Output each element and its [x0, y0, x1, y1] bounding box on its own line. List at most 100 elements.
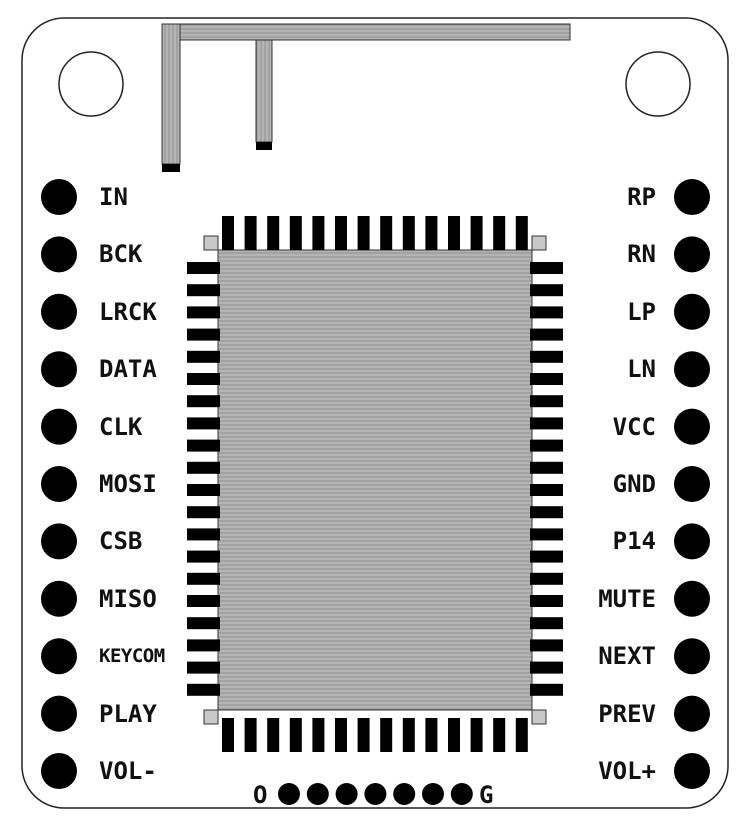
- mounting-hole-left: [58, 51, 124, 117]
- chip-pad-left: [187, 595, 220, 607]
- chip-pad-right: [530, 639, 563, 652]
- pin-pad-right: [674, 695, 710, 732]
- pin-pad-right: [674, 466, 710, 502]
- chip-pad-right: [530, 373, 563, 385]
- chip-pad-top: [515, 216, 528, 250]
- chip-pad-right: [530, 284, 563, 297]
- chip-pad-top: [312, 216, 325, 250]
- pin-label-right: NEXT: [598, 642, 656, 671]
- pin-pad-left: [41, 236, 77, 273]
- right-pin-dots: [674, 179, 710, 789]
- mounting-hole-right: [625, 51, 691, 117]
- chip-pad-right: [530, 262, 563, 274]
- chip-pad-right: [530, 306, 563, 319]
- chip-pad-right: [530, 506, 563, 519]
- pin-pad-left: [41, 293, 77, 330]
- pin-pad-right: [674, 753, 710, 789]
- bottom-header-left-label: O: [253, 781, 268, 809]
- bottom-header-dots: [278, 783, 473, 805]
- pin-pad-left: [41, 638, 77, 675]
- chip-pad-right: [530, 661, 563, 674]
- pin-pad-left: [41, 351, 77, 388]
- chip-pad-left: [187, 639, 220, 652]
- pin-label-left: CLK: [99, 412, 143, 441]
- chip-pad-top: [470, 216, 483, 250]
- chip-pad-top: [402, 216, 415, 250]
- header-pin-dot: [364, 783, 387, 805]
- pin-label-right: PREV: [598, 699, 656, 728]
- pin-label-left: MOSI: [99, 470, 157, 498]
- chip-body: [217, 249, 533, 711]
- chip-pad-right: [530, 395, 563, 408]
- pin-label-left: CSB: [99, 527, 143, 556]
- chip-pad-left: [187, 484, 220, 496]
- pin-pad-left: [41, 466, 77, 502]
- chip-pad-top: [267, 216, 280, 250]
- chip-pad-left: [187, 617, 220, 630]
- chip-pads-top: [222, 216, 528, 250]
- chip-pad-bottom: [289, 718, 302, 752]
- chip-pad-right: [530, 595, 563, 607]
- pin-label-left: MISO: [99, 584, 157, 613]
- chip-pad-top: [335, 216, 347, 250]
- chip-pad-bottom: [515, 718, 528, 752]
- chip-pad-left: [187, 262, 220, 274]
- chip-pad-right: [530, 572, 563, 585]
- chip-pad-left: [187, 306, 220, 319]
- pin-pad-left: [41, 179, 77, 215]
- pin-pad-right: [674, 236, 710, 273]
- chip-pads-bottom: [222, 718, 528, 752]
- chip-pad-right: [530, 350, 563, 363]
- chip-pad-right: [530, 683, 563, 696]
- pin-label-right: VOL+: [598, 757, 656, 785]
- chip-pad-left: [187, 328, 220, 341]
- pin-pad-left: [41, 753, 77, 789]
- pin-pad-left: [41, 580, 77, 617]
- header-pin-dot: [306, 783, 329, 805]
- header-pin-dot: [422, 783, 444, 805]
- antenna-ground-pad: [256, 142, 272, 150]
- chip-pad-bottom: [335, 718, 347, 752]
- chip-pad-right: [530, 439, 563, 452]
- chip-pad-top: [448, 216, 460, 250]
- pin-pad-right: [674, 408, 710, 445]
- header-pin-dot: [278, 783, 300, 805]
- pin-label-left: DATA: [99, 355, 157, 384]
- pin-label-right: RN: [627, 240, 656, 269]
- pin-label-left: PLAY: [99, 699, 157, 728]
- chip-pad-bottom: [493, 718, 506, 752]
- pin-label-right: GND: [612, 470, 656, 498]
- chip-pad-left: [187, 461, 220, 474]
- pin-pad-left: [41, 695, 77, 732]
- chip-pad-top: [493, 216, 506, 250]
- pin-label-left: IN: [99, 183, 128, 211]
- chip-pad-bottom: [267, 718, 280, 752]
- pin-label-left: LRCK: [99, 297, 157, 326]
- pin-pad-left: [41, 408, 77, 445]
- chip-pads-right: [530, 262, 563, 696]
- chip-pad-left: [187, 550, 220, 563]
- pin-label-right: LN: [627, 355, 656, 384]
- chip-pad-bottom: [402, 718, 415, 752]
- chip-pad-right: [530, 550, 563, 563]
- chip-pad-left: [187, 528, 220, 541]
- pin-pad-right: [674, 351, 710, 388]
- pin-label-left: VOL-: [99, 757, 157, 785]
- pin-pad-right: [674, 293, 710, 330]
- chip-pad-bottom: [380, 718, 393, 752]
- chip-pad-top: [357, 216, 370, 250]
- chip-pad-bottom: [448, 718, 460, 752]
- chip-pad-left: [187, 417, 220, 430]
- pin-pad-right: [674, 638, 710, 675]
- pin-label-right: VCC: [612, 412, 656, 441]
- chip-pad-left: [187, 439, 220, 452]
- pin-label-right: LP: [627, 297, 656, 326]
- chip-pad-left: [187, 373, 220, 385]
- chip-pad-left: [187, 350, 220, 363]
- chip-pad-right: [530, 461, 563, 474]
- left-pin-dots: [41, 179, 77, 789]
- pin-pad-right: [674, 580, 710, 617]
- pin-label-right: P14: [612, 527, 656, 556]
- pin-label-right: MUTE: [598, 584, 656, 613]
